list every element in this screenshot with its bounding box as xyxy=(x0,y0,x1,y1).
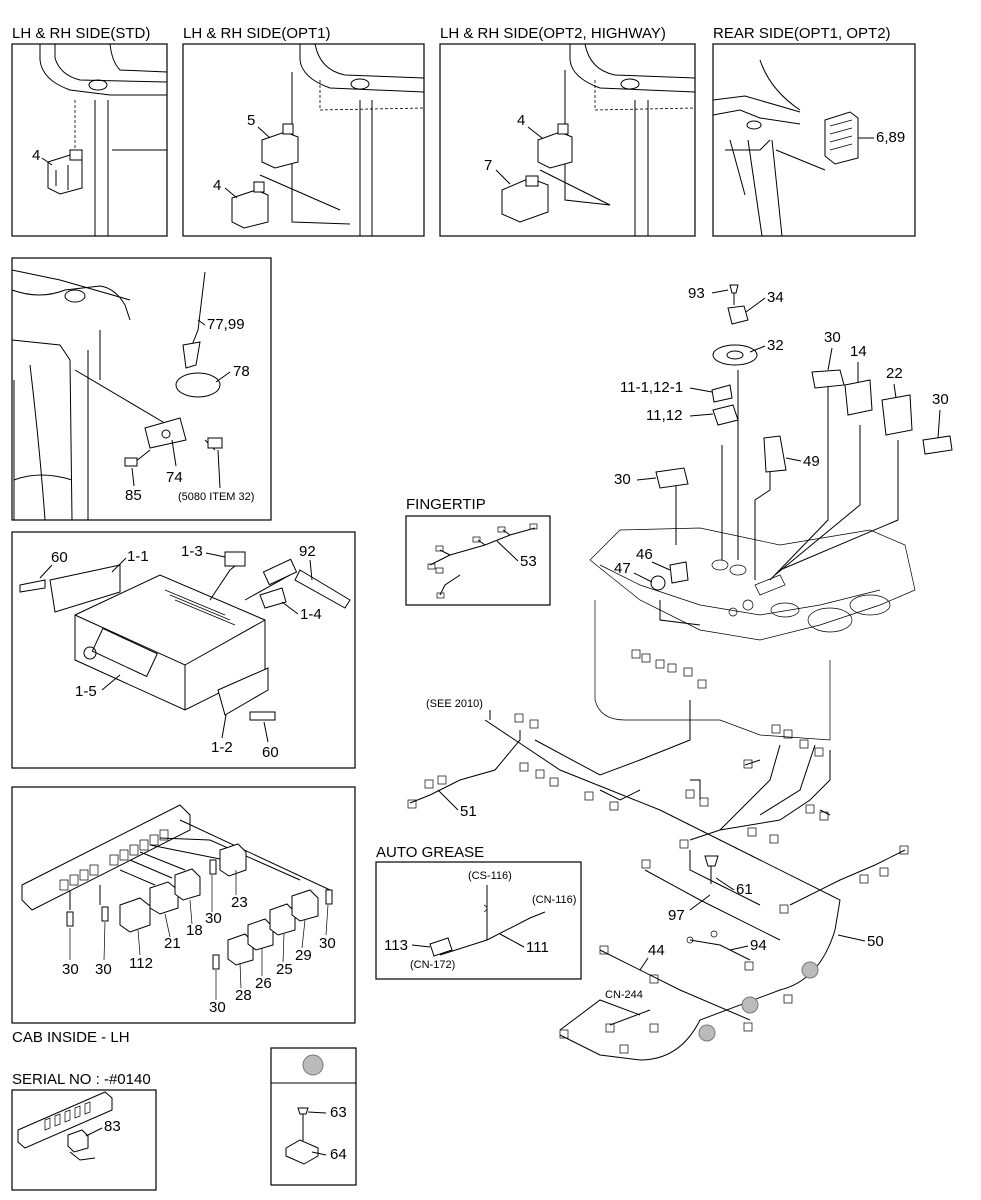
panel-opt2-title: LH & RH SIDE(OPT2, HIGHWAY) xyxy=(440,25,666,42)
callout-std-4: 4 xyxy=(32,147,40,164)
callout-sw-112: 112 xyxy=(129,955,153,972)
callout-radio-1-4: 1-4 xyxy=(300,606,322,623)
callout-opt2-4: 4 xyxy=(517,112,525,129)
callout-radio-60a: 60 xyxy=(51,549,68,566)
callout-sw-25: 25 xyxy=(276,961,293,978)
callout-11-1: 11-1,12-1 xyxy=(620,379,683,396)
callout-83: 83 xyxy=(104,1118,121,1135)
serial-title: SERIAL NO : -#0140 xyxy=(12,1071,151,1088)
panel-std: LH & RH SIDE(STD) 4 xyxy=(11,25,168,237)
callout-34: 34 xyxy=(767,289,784,306)
callout-m-30a: 30 xyxy=(824,329,841,346)
callout-97: 97 xyxy=(668,907,685,924)
callout-44: 44 xyxy=(648,942,665,959)
panel-antenna: 77,99 78 74 85 (5080 ITEM 32) xyxy=(11,257,272,521)
callout-sw-30d: 30 xyxy=(319,935,336,952)
callout-opt1-5: 5 xyxy=(247,112,255,129)
callout-49: 49 xyxy=(803,453,820,470)
callout-opt2-7: 7 xyxy=(484,157,492,174)
callout-sw-29: 29 xyxy=(295,947,312,964)
callout-m-30b: 30 xyxy=(932,391,949,408)
ag-cn172: (CN-172) xyxy=(410,959,455,971)
callout-radio-92: 92 xyxy=(299,543,316,560)
panel-switches: 23 30 18 21 112 30 30 30 29 25 26 28 30 … xyxy=(11,786,356,1046)
callout-radio-1-3: 1-3 xyxy=(181,543,203,560)
callout-61: 61 xyxy=(736,881,753,898)
callout-opt1-4: 4 xyxy=(213,177,221,194)
callout-74: 74 xyxy=(166,469,183,486)
callout-sw-30a: 30 xyxy=(205,910,222,927)
callout-sw-30c: 30 xyxy=(95,961,112,978)
callout-22: 22 xyxy=(886,365,903,382)
callout-78: 78 xyxy=(233,363,250,380)
callout-32: 32 xyxy=(767,337,784,354)
cab-inside-title: CAB INSIDE - LH xyxy=(12,1029,130,1046)
panel-detail: 63 64 xyxy=(270,1047,357,1186)
callout-53: 53 xyxy=(520,553,537,570)
callout-51: 51 xyxy=(460,803,477,820)
fingertip-title: FINGERTIP xyxy=(406,496,486,513)
callout-94: 94 xyxy=(750,937,767,954)
callout-93: 93 xyxy=(688,285,705,302)
callout-sw-28: 28 xyxy=(235,987,252,1004)
panel-radio: 60 1-1 1-3 92 1-4 1-5 1-2 60 xyxy=(11,531,356,769)
panel-serial: SERIAL NO : -#0140 83 xyxy=(11,1071,157,1191)
auto-grease-title: AUTO GREASE xyxy=(376,844,484,861)
ag-cn116: (CN-116) xyxy=(532,894,576,906)
callout-47: 47 xyxy=(614,560,631,577)
main-assembly: 93 34 32 30 14 22 30 11-1,12-1 11,12 49 … xyxy=(407,284,953,1061)
callout-sw-18: 18 xyxy=(186,922,203,939)
callout-5080: (5080 ITEM 32) xyxy=(178,491,254,503)
panel-opt1-title: LH & RH SIDE(OPT1) xyxy=(183,25,331,42)
callout-sw-30b: 30 xyxy=(62,961,79,978)
callout-11-12: 11,12 xyxy=(646,407,682,424)
panel-rear-title: REAR SIDE(OPT1, OPT2) xyxy=(713,25,891,42)
callout-radio-1-1: 1-1 xyxy=(127,548,149,565)
callout-see-2010: (SEE 2010) xyxy=(426,698,483,710)
callout-rear-6-89: 6,89 xyxy=(876,129,905,146)
callout-radio-1-2: 1-2 xyxy=(211,739,233,756)
callout-radio-1-5: 1-5 xyxy=(75,683,97,700)
callout-111: 111 xyxy=(526,939,549,956)
callout-m-30c: 30 xyxy=(614,471,631,488)
panel-std-title: LH & RH SIDE(STD) xyxy=(12,25,150,42)
callout-85: 85 xyxy=(125,487,142,504)
panel-fingertip: FINGERTIP 53 xyxy=(405,496,551,606)
callout-14: 14 xyxy=(850,343,867,360)
callout-113: 113 xyxy=(384,937,408,954)
callout-50: 50 xyxy=(867,933,884,950)
panel-rear: REAR SIDE(OPT1, OPT2) 6,89 xyxy=(712,25,916,237)
panel-opt2: LH & RH SIDE(OPT2, HIGHWAY) 4 7 xyxy=(439,25,696,237)
callout-64: 64 xyxy=(330,1146,347,1163)
callout-cn244: CN-244 xyxy=(605,989,643,1001)
callout-radio-60b: 60 xyxy=(262,744,279,761)
callout-46: 46 xyxy=(636,546,653,563)
panel-auto-grease: AUTO GREASE (CS-116) (CN-116) 113 111 (C… xyxy=(375,844,582,980)
callout-63: 63 xyxy=(330,1104,347,1121)
panel-opt1: LH & RH SIDE(OPT1) 5 4 xyxy=(182,25,425,237)
callout-sw-26: 26 xyxy=(255,975,272,992)
callout-sw-30e: 30 xyxy=(209,999,226,1016)
callout-sw-21: 21 xyxy=(164,935,181,952)
callout-sw-23: 23 xyxy=(231,894,248,911)
callout-77-99: 77,99 xyxy=(207,316,245,333)
ag-cs116: (CS-116) xyxy=(468,870,512,882)
